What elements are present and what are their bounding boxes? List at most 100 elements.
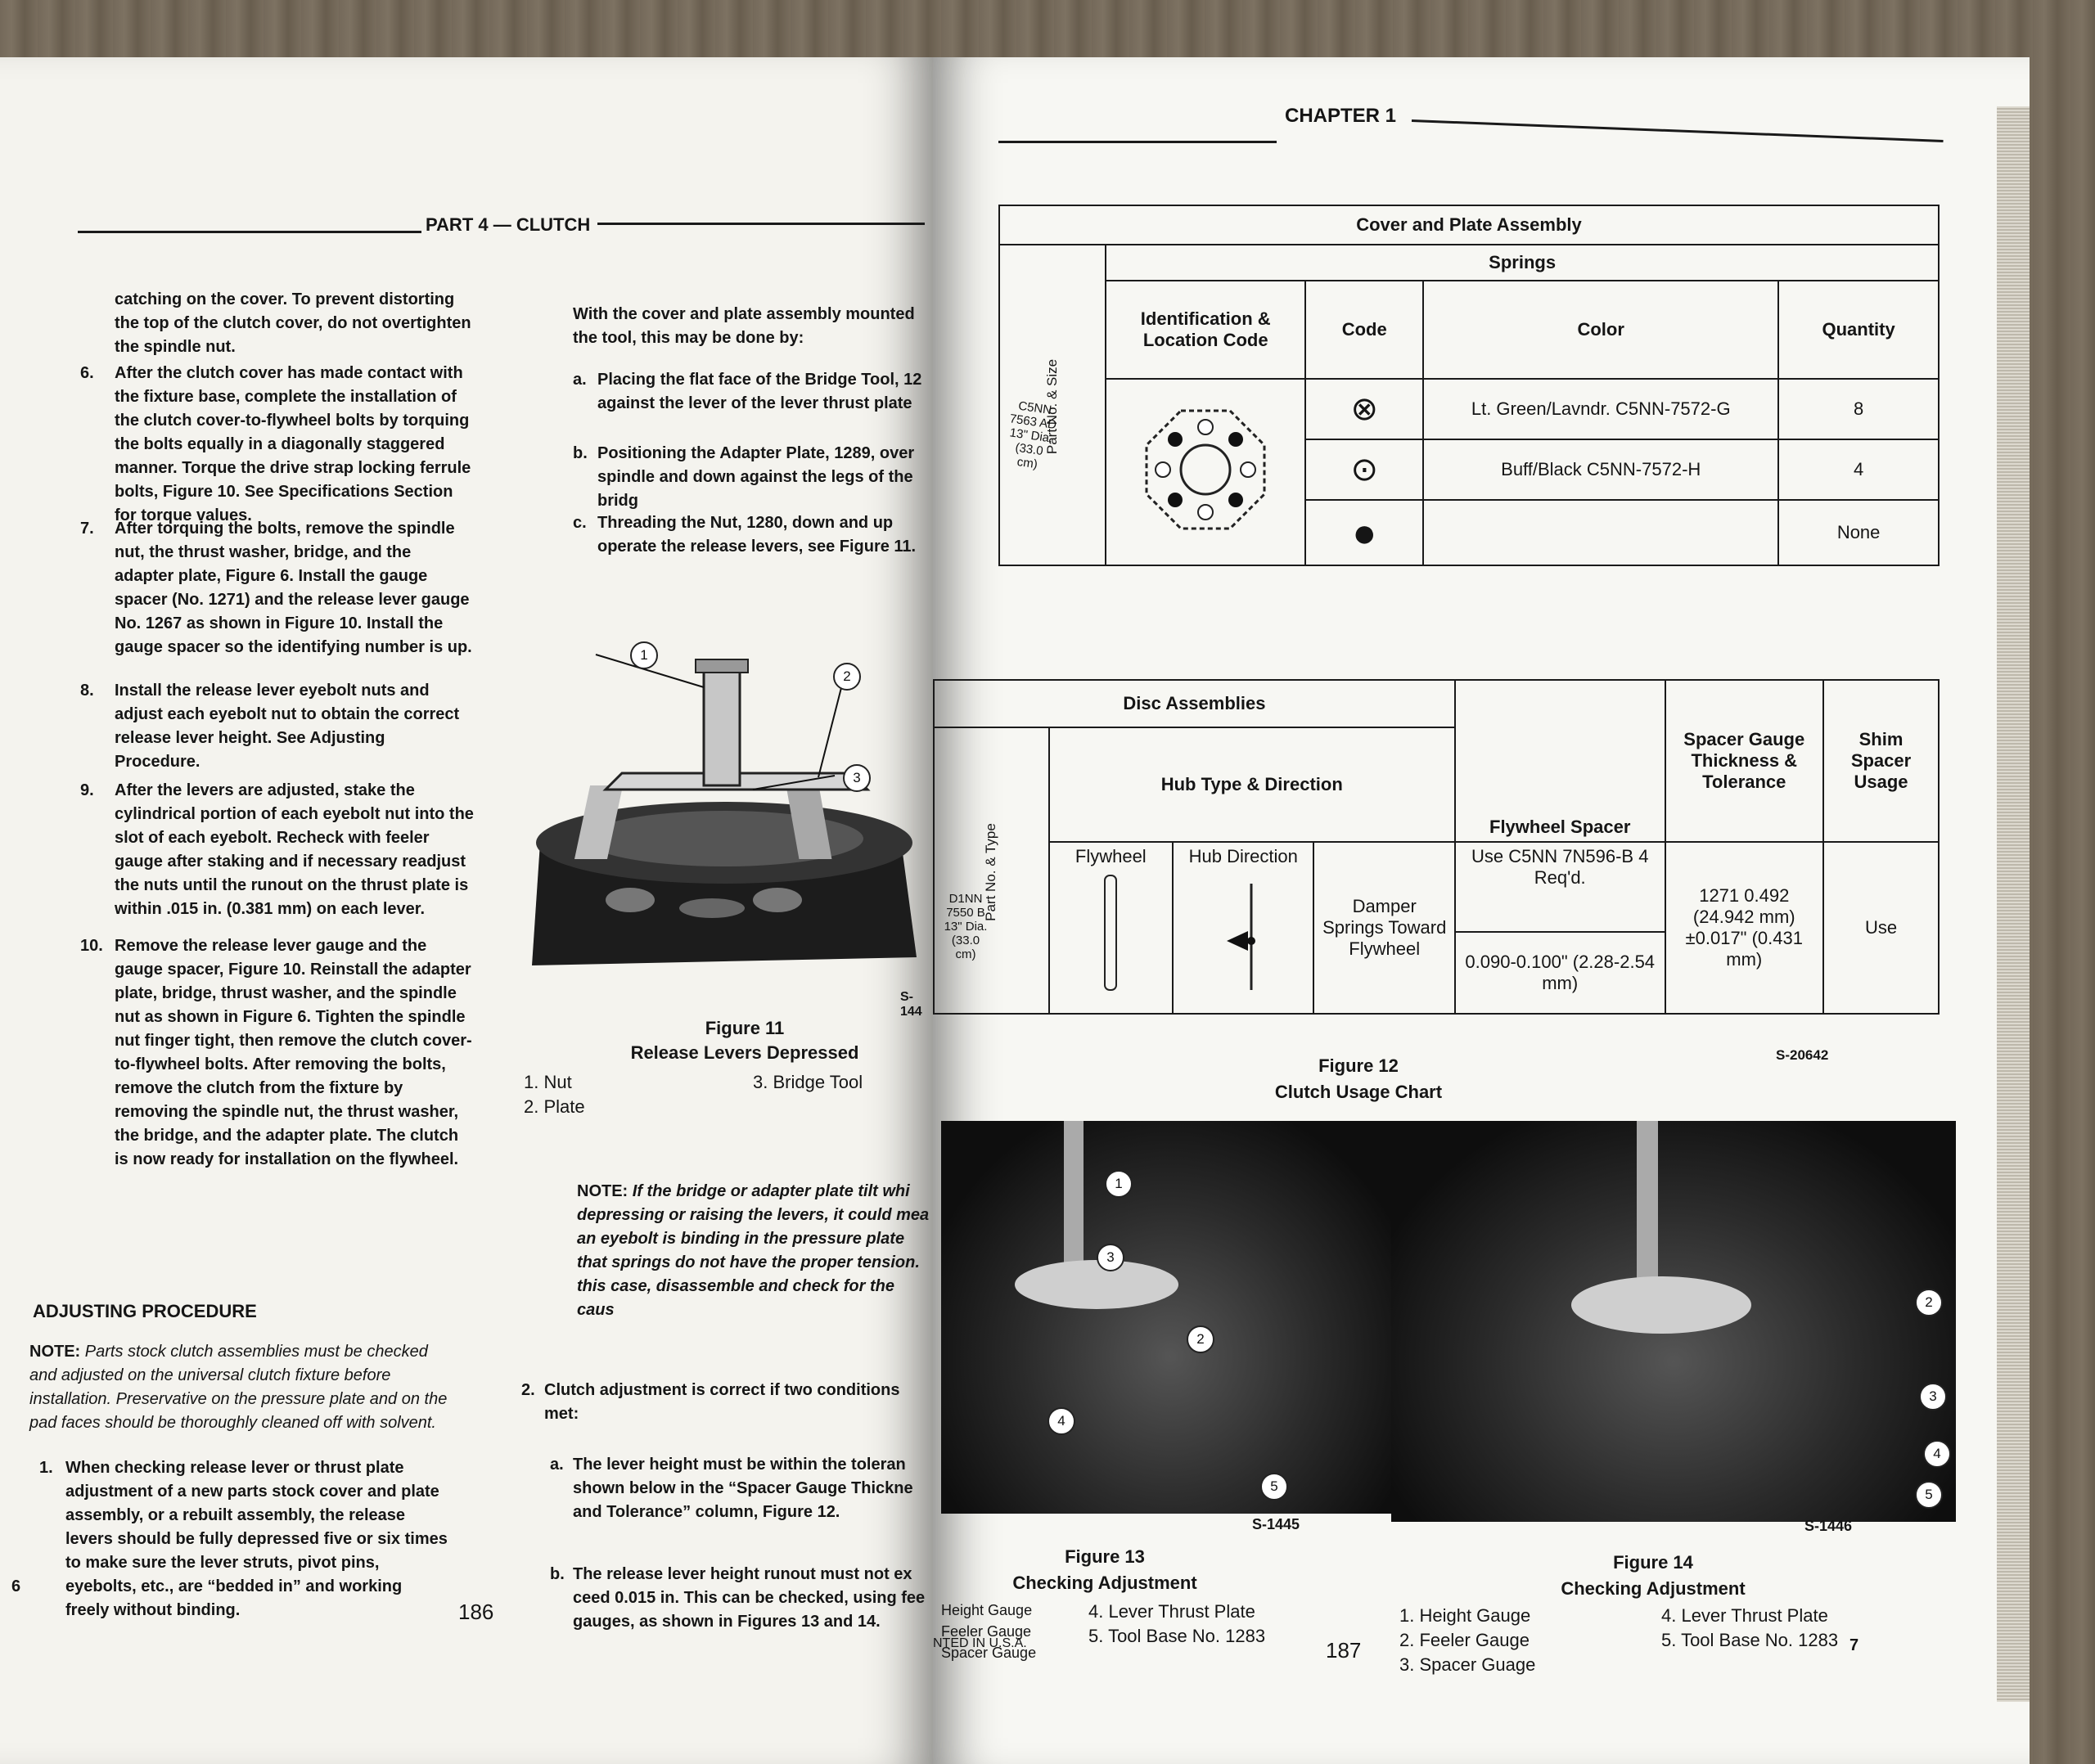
fig13-callout-3: 3: [1097, 1244, 1124, 1271]
fig13-legend-left: Height Gauge Feeler Gauge Spacer Gauge: [941, 1602, 1037, 1661]
fig13-callout-4: 4: [1048, 1407, 1075, 1435]
code-symbol-3: ●: [1304, 499, 1425, 566]
spacer-dimension: 0.090-0.100" (2.28-2.54 mm): [1453, 931, 1666, 1015]
color-row-1: Lt. Green/Lavndr. C5NN-7572-G: [1422, 378, 1780, 440]
thrust-plate: [1015, 1260, 1178, 1309]
hub-direction-cell: Hub Direction: [1172, 841, 1315, 1015]
flywheel-cell: Flywheel: [1048, 841, 1174, 1015]
printed-in-usa: NTED IN U.S.A.: [933, 1636, 1027, 1650]
figure-12-title: Figure 12: [1318, 1055, 1399, 1076]
figure-12-caption: Clutch Usage Chart: [1274, 1082, 1443, 1102]
spring-part-value: C5NN 7563 AD 13" Dia. (33.0 cm): [1008, 398, 1058, 472]
open-manual: PART 4 — CLUTCH catching on the cover. T…: [0, 57, 2030, 1764]
figure-13-caption: Checking Adjustment: [1012, 1573, 1197, 1593]
figure-13-code: S-1445: [1252, 1516, 1300, 1532]
step-6: 6.After the clutch cover has made contac…: [80, 364, 471, 524]
check-sub-b: b.The release lever height runout must n…: [550, 1565, 926, 1631]
location-diagram: [1105, 378, 1307, 566]
chapter-header: CHAPTER 1: [1285, 105, 1397, 127]
flywheel-label: Flywheel: [1075, 846, 1147, 866]
step-7: 7.After torquing the bolts, remove the s…: [80, 520, 472, 656]
check-sub-a: a.The lever height must be within the to…: [550, 1456, 913, 1521]
fig13-callout-2: 2: [1187, 1325, 1214, 1353]
sub-a: a.Placing the flat face of the Bridge To…: [573, 371, 922, 412]
figure-14-photo: 2 3 4 5: [1391, 1121, 1956, 1522]
spacer-value: Use C5NN 7N596-B 4 Req'd.: [1453, 841, 1666, 933]
left-page: PART 4 — CLUTCH catching on the cover. T…: [0, 57, 933, 1764]
fig13-callout-5: 5: [1260, 1473, 1288, 1501]
figure-11-code: S-144: [900, 990, 922, 1019]
callout-2: 2: [833, 663, 861, 691]
quantity-header: Quantity: [1777, 280, 1940, 380]
gauge-value: 1271 0.492 (24.942 mm) ±0.017" (0.431 mm…: [1664, 841, 1825, 1015]
height-gauge-rod: [1064, 1121, 1084, 1285]
step-10: 10.Remove the release lever gauge and th…: [80, 937, 472, 1168]
gauge-header: Spacer Gauge Thickness & Tolerance: [1664, 679, 1825, 843]
fig14-legend-left: 1. Height Gauge 2. Feeler Gauge 3. Space…: [1399, 1605, 1536, 1675]
chapter-rule: [1411, 119, 1944, 142]
fig14-legend-right: 4. Lever Thrust Plate 5. Tool Base No. 1…: [1661, 1605, 1839, 1650]
thrust-plate: [1571, 1276, 1751, 1334]
check-step-2: 2.Clutch adjustment is correct if two co…: [521, 1381, 900, 1423]
spring-location-diagram-icon: [1145, 409, 1266, 530]
figure-11-caption: Release Levers Depressed: [630, 1042, 859, 1063]
page-number-small: 7: [1849, 1636, 1859, 1654]
fig11-legend-2: 2. Plate: [524, 1096, 585, 1117]
shim-header: Shim Spacer Usage: [1822, 679, 1940, 843]
fig14-callout-4: 4: [1923, 1440, 1951, 1468]
figure-12-code: S-20642: [1776, 1047, 1829, 1063]
figure-14-title: Figure 14: [1613, 1552, 1693, 1573]
page-edges: [1997, 106, 2030, 1702]
hub-direction-label: Hub Direction: [1188, 846, 1298, 866]
ident-header: Identification & Location Code: [1105, 280, 1307, 380]
col2-note: NOTE: If the bridge or adapter plate til…: [577, 1182, 930, 1319]
sub-c: c.Threading the Nut, 1280, down and up o…: [573, 514, 917, 556]
page-header: PART 4 — CLUTCH: [426, 214, 591, 235]
fig14-callout-3: 3: [1919, 1383, 1947, 1411]
figure-14-caption: Checking Adjustment: [1561, 1578, 1746, 1599]
color-header: Color: [1422, 280, 1780, 380]
page-number-small: 6: [11, 1577, 21, 1595]
flywheel-icon: [1104, 875, 1118, 991]
page-number: 186: [458, 1600, 494, 1624]
figure-13-photo: 1 3 2 4 5: [941, 1121, 1399, 1514]
disc-part-value: D1NN 7550 B 13" Dia. (33.0 cm): [944, 892, 988, 961]
col2-intro: With the cover and plate assembly mounte…: [573, 305, 915, 347]
adjust-step-1: 1.When checking release lever or thrust …: [39, 1459, 448, 1619]
qty-row-2: 4: [1777, 439, 1940, 501]
figure-14-code: S-1446: [1804, 1518, 1853, 1534]
fig13-callout-1: 1: [1105, 1170, 1133, 1198]
spring-table-title: Cover and Plate Assembly: [998, 205, 1940, 245]
color-row-3: [1422, 499, 1780, 566]
sub-b: b.Positioning the Adapter Plate, 1289, o…: [573, 444, 915, 510]
disc-table: Disc Assemblies Flywheel Spacer Spacer G…: [933, 679, 1940, 1015]
height-gauge-rod: [1637, 1121, 1658, 1301]
callout-3: 3: [843, 764, 871, 792]
spring-table: Cover and Plate Assembly Part No. & Size…: [998, 205, 1940, 566]
fig11-legend-1: 1. Nut: [524, 1072, 572, 1092]
adjusting-note: NOTE: Parts stock clutch assemblies must…: [29, 1343, 448, 1432]
code-symbol-1: ⊗: [1304, 378, 1425, 440]
springs-header: Springs: [1105, 244, 1940, 281]
adjusting-heading: ADJUSTING PROCEDURE: [33, 1301, 257, 1321]
figure-11-title: Figure 11: [705, 1018, 785, 1038]
disc-table-title: Disc Assemblies: [933, 679, 1456, 728]
code-header: Code: [1304, 280, 1425, 380]
disc-part-header: Part No. & Type: [933, 727, 1050, 1015]
fig14-callout-2: 2: [1915, 1289, 1943, 1316]
fig14-callout-5: 5: [1915, 1481, 1943, 1509]
hub-direction-icon: [1227, 884, 1256, 990]
qty-row-3: None: [1777, 499, 1940, 566]
figure-13-title: Figure 13: [1065, 1546, 1145, 1567]
color-row-2: Buff/Black C5NN-7572-H: [1422, 439, 1780, 501]
intro-text: catching on the cover. To prevent distor…: [115, 290, 471, 356]
callout-1: 1: [630, 641, 658, 669]
step-8: 8.Install the release lever eyebolt nuts…: [80, 682, 460, 771]
header-rule: [78, 231, 421, 233]
step-9: 9.After the levers are adjusted, stake t…: [80, 781, 474, 918]
part-no-header: Part No. & Size: [998, 244, 1107, 566]
damper-cell: Damper Springs Toward Flywheel: [1313, 841, 1456, 1015]
hub-header: Hub Type & Direction: [1048, 727, 1456, 843]
chapter-rule: [998, 141, 1277, 143]
spacer-header: Flywheel Spacer: [1453, 679, 1666, 843]
